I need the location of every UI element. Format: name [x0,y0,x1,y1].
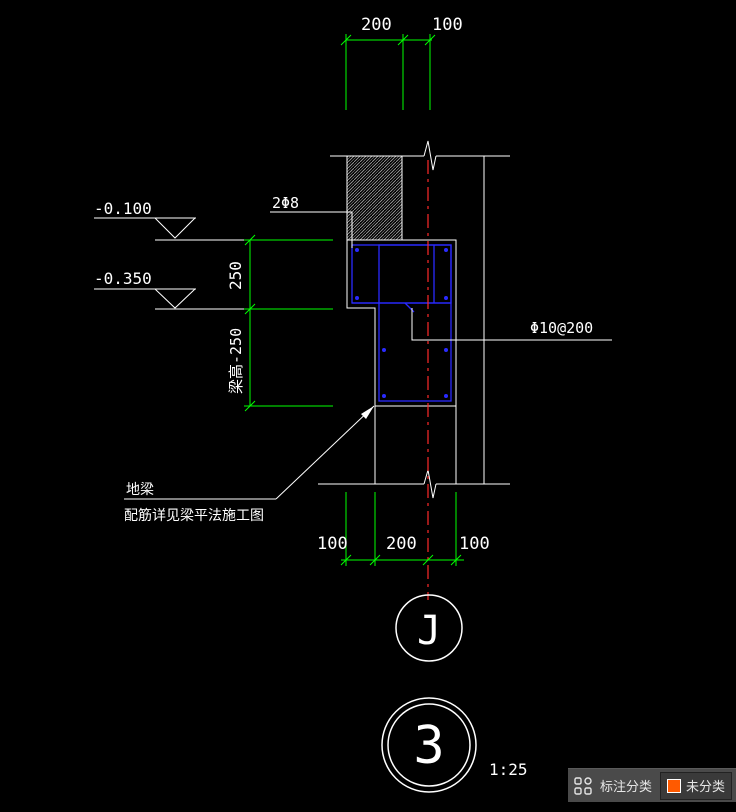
top-dim-100: 100 [432,15,463,35]
annotation-toolbar: 标注分类 未分类 [568,768,736,802]
top-dimension [340,34,436,110]
annotation-category-label[interactable]: 标注分类 [600,779,653,794]
note-line1: 地梁 [126,482,154,498]
axis-bubble [395,594,463,662]
bottom-dim-100-right: 100 [459,534,490,554]
rebar-stirrup-leader [411,308,612,341]
detail-number: 3 [413,716,444,776]
rebar-stirrup-label: Φ10@200 [530,319,593,337]
category-select[interactable]: 未分类 [660,771,733,800]
note-leader [124,405,375,500]
elevation-marker-2 [94,288,333,310]
elevation-marker-1 [94,217,333,241]
note-line2: 配筋详见梁平法施工图 [124,507,264,524]
rebar-top-label: 2Φ8 [272,194,299,212]
vertical-dim-250: 250 [226,261,245,290]
bottom-dimension [340,492,464,566]
wall-outline [318,140,510,499]
detail-bubble-inner [387,703,471,787]
scale-label: 1:25 [489,760,528,779]
axis-bubble-label: J [417,608,441,654]
vertical-dim-beam-height: 梁高-250 [227,328,245,394]
bottom-dim-200: 200 [386,534,417,554]
elevation-label-1: -0.100 [94,199,152,218]
rebar-bars [355,248,448,398]
note-arrowhead [361,406,374,419]
rebar-cage [351,244,452,402]
category-select-value: 未分类 [686,779,726,794]
top-dim-200: 200 [361,15,392,35]
classify-grid-icon[interactable] [568,769,598,803]
rebar-top-leader [270,211,353,248]
bottom-dim-100-left: 100 [317,534,348,554]
category-color-swatch [667,778,682,793]
vertical-dimension [244,234,333,412]
elevation-label-2: -0.350 [94,269,152,288]
detail-bubble-outer [381,697,477,793]
brick-wall-hatch [346,155,403,241]
